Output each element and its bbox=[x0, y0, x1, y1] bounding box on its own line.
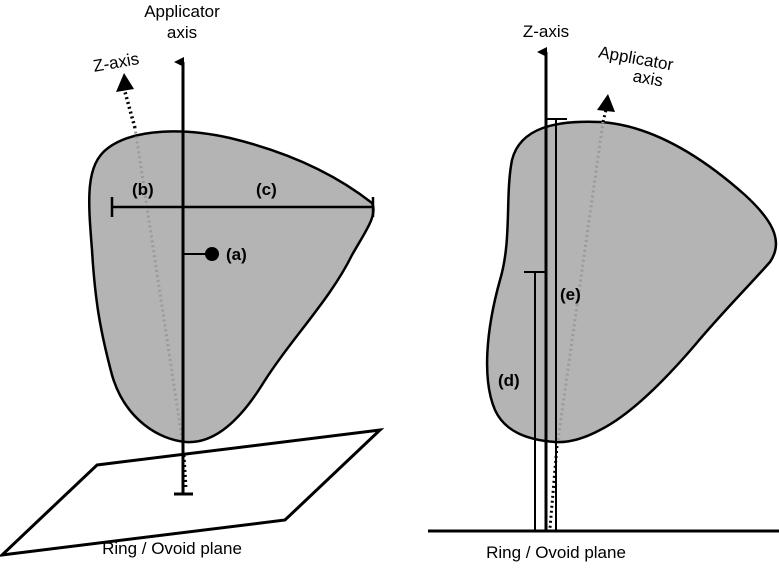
left-z-axis-dotted-top bbox=[123, 91, 137, 129]
left-offset-point bbox=[205, 247, 219, 261]
left-marker-a: (a) bbox=[226, 245, 247, 264]
right-plane-label: Ring / Ovoid plane bbox=[486, 543, 626, 562]
right-marker-d: (d) bbox=[498, 371, 520, 390]
left-applicator-axis-label-line1: Applicator bbox=[144, 2, 220, 21]
right-marker-e: (e) bbox=[560, 285, 581, 304]
left-marker-c: (c) bbox=[256, 180, 277, 199]
left-ring-ovoid-plane bbox=[0, 427, 385, 557]
left-z-axis-dotted-inside bbox=[133, 127, 185, 446]
right-applicator-axis-arrowhead bbox=[597, 94, 615, 112]
left-marker-b: (b) bbox=[132, 180, 154, 199]
left-applicator-axis-label-line2: axis bbox=[167, 23, 197, 42]
left-z-axis-label: Z-axis bbox=[92, 49, 141, 76]
right-applicator-axis-dotted-inside bbox=[556, 121, 605, 441]
right-applicator-axis-label-line2: axis bbox=[631, 67, 664, 91]
right-applicator-axis-dotted-top bbox=[601, 109, 608, 123]
right-z-axis-label: Z-axis bbox=[523, 22, 569, 41]
left-panel: Applicator axis Z-axis (a) (b) (c) Ring … bbox=[0, 2, 385, 558]
right-applicator-axis-dotted-below bbox=[548, 445, 559, 529]
left-target-volume bbox=[87, 130, 375, 444]
right-panel: Z-axis Applicator axis (d) (e) Ring / Ov… bbox=[428, 22, 779, 562]
right-target-volume bbox=[485, 120, 778, 444]
left-plane-label: Ring / Ovoid plane bbox=[102, 539, 242, 558]
left-z-axis-arrowhead bbox=[116, 73, 134, 92]
